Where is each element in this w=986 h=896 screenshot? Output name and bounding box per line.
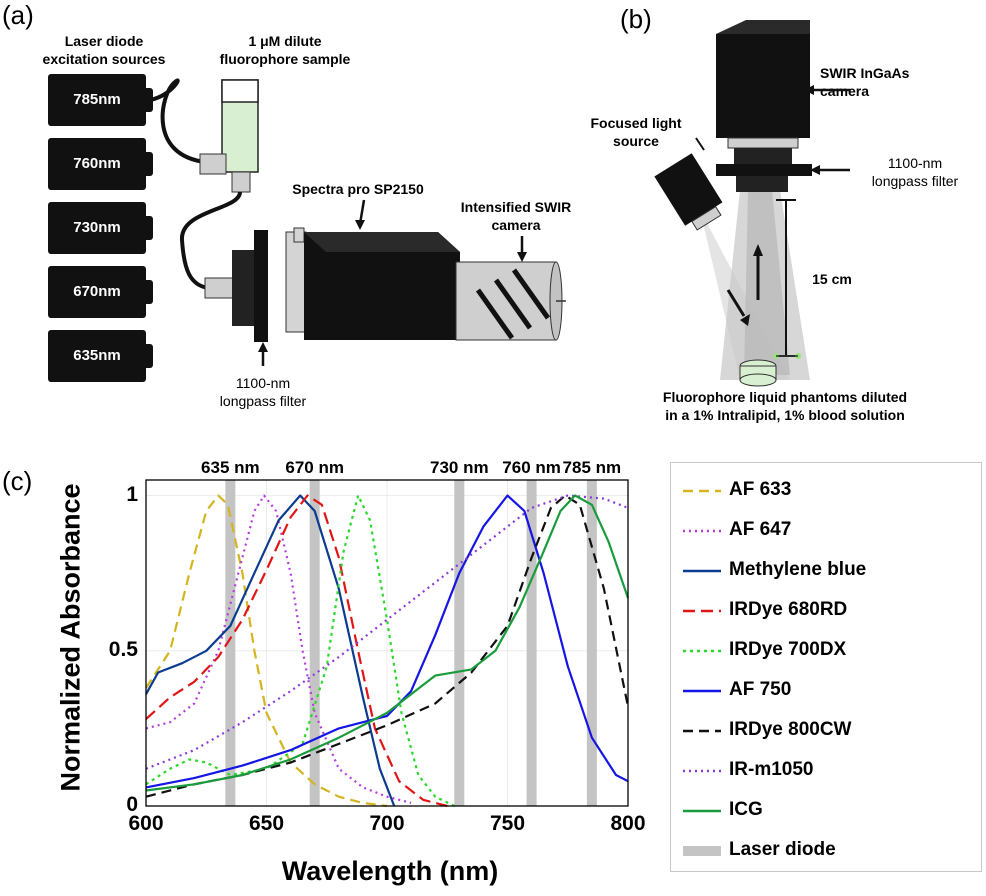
x-tick-label: 600	[128, 812, 164, 835]
legend-label: Methylene blue	[729, 559, 867, 580]
spectrometer-label: Spectra pro SP2150	[292, 181, 424, 197]
x-axis-label: Wavelength (nm)	[281, 856, 499, 886]
legend-item: AF 633	[671, 471, 981, 511]
y-tick-label: 1	[126, 482, 138, 506]
legend-item: ICG	[671, 791, 981, 831]
x-tick-label: 800	[610, 812, 646, 835]
filter-a-label: 1100-nm longpass filter	[219, 375, 307, 409]
legend-swatch	[683, 569, 721, 573]
distance-label: 15 cm	[812, 271, 852, 287]
panel-c-label: (c)	[2, 466, 33, 496]
series-line-irdye-680rd	[145, 494, 448, 808]
laser-diode-785nm: 785nm	[48, 74, 153, 126]
x-tick-label: 650	[248, 812, 285, 835]
legend-label: AF 750	[729, 679, 792, 700]
longpass-filter-b	[716, 164, 812, 176]
y-tick-label: 0.5	[108, 637, 138, 661]
phantom-label: Fluorophore liquid phantoms diluted in a…	[662, 389, 908, 423]
laser-diode-760nm: 760nm	[48, 138, 153, 190]
laser-band-670	[309, 480, 320, 806]
panel-b-diagram	[654, 20, 850, 387]
legend-swatch	[683, 809, 721, 813]
series-line-methylene-blue	[145, 494, 396, 807]
legend-label: Laser diode	[729, 839, 836, 860]
x-tick-label: 750	[489, 812, 526, 835]
legend-label: AF 647	[729, 519, 792, 540]
plot-frame	[145, 479, 629, 807]
legend-item: IRDye 800CW	[671, 711, 981, 751]
legend-item: IRDye 680RD	[671, 591, 981, 631]
legend-item: IR-m1050	[671, 751, 981, 791]
laser-band-635	[225, 480, 236, 806]
series-line-af-633	[145, 494, 388, 808]
longpass-filter-a	[254, 230, 268, 342]
spectrometer-box	[304, 232, 460, 340]
legend-swatch	[683, 729, 721, 733]
legend-swatch	[683, 769, 721, 773]
legend-item: AF 750	[671, 671, 981, 711]
laser-diode-label: 760nm	[73, 155, 121, 172]
laser-line-label: 635 nm	[201, 458, 260, 477]
laser-diode-label: 785nm	[73, 91, 121, 108]
legend-item: Laser diode	[671, 831, 981, 871]
absorbance-plot	[145, 479, 630, 808]
laser-line-label: 760 nm	[502, 458, 561, 477]
legend-item: IRDye 700DX	[671, 631, 981, 671]
legend-item: Methylene blue	[671, 551, 981, 591]
legend-label: IRDye 800CW	[729, 719, 852, 740]
legend-swatch	[683, 489, 721, 493]
legend-swatch	[683, 609, 721, 613]
laser-diode-670nm: 670nm	[48, 266, 153, 318]
legend-label: IRDye 700DX	[729, 639, 847, 660]
sample-title: 1 μM dilute fluorophore sample	[219, 33, 351, 67]
panel-b-label: (b)	[620, 4, 652, 34]
laser-diode-label: 635nm	[73, 347, 121, 364]
panel-a-label: (a)	[2, 0, 34, 30]
light-source-label: Focused light source	[590, 115, 682, 149]
panel-a-diagram	[149, 78, 566, 366]
legend-swatch	[683, 846, 721, 856]
series-line-af-647	[145, 494, 412, 804]
ingaas-camera-label: SWIR InGaAs camera	[820, 65, 910, 99]
filter-b-label: 1100-nm longpass filter	[871, 155, 959, 189]
light-source-body	[654, 153, 723, 226]
legend-label: AF 633	[729, 479, 792, 500]
legend-label: ICG	[729, 799, 763, 820]
legend-swatch	[683, 689, 721, 693]
series-line-irdye-700dx	[145, 494, 455, 807]
laser-diode-730nm: 730nm	[48, 202, 153, 254]
laser-band-760	[526, 480, 537, 806]
laser-band-785	[586, 480, 597, 806]
spectrometer-lens	[232, 250, 258, 326]
series-line-icg	[145, 494, 630, 792]
legend-label: IR-m1050	[729, 759, 814, 780]
laser-band-730	[454, 480, 465, 806]
legend-swatch	[683, 529, 721, 533]
laser-diode-label: 670nm	[73, 283, 121, 300]
laser-line-label: 730 nm	[430, 458, 489, 477]
legend-label: IRDye 680RD	[729, 599, 848, 620]
laser-diode-label: 730nm	[73, 219, 121, 236]
series-line-af-750	[145, 494, 629, 789]
legend-swatch	[683, 649, 721, 653]
legend-item: AF 647	[671, 511, 981, 551]
laser-line-label: 670 nm	[285, 458, 344, 477]
x-tick-label: 700	[369, 812, 405, 835]
laser-diode-635nm: 635nm	[48, 330, 153, 382]
ingaas-camera	[716, 34, 810, 138]
laser-line-label: 785 nm	[562, 458, 622, 477]
swir-camera-label: Intensified SWIR camera	[460, 199, 572, 233]
y-tick-label: 0	[126, 793, 138, 816]
laser-sources-title: Laser diode excitation sources	[42, 33, 166, 67]
